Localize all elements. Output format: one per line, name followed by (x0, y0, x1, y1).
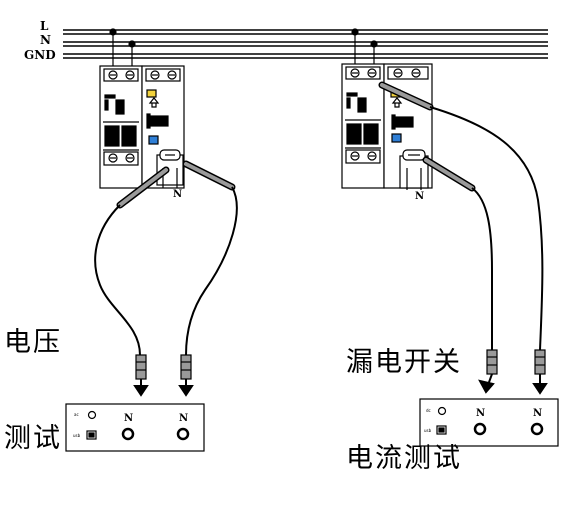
tester-left-port-label-2: N (179, 413, 188, 424)
tap-dot-l-right (351, 28, 359, 36)
caption-voltage-line-1: 电压 (4, 327, 62, 358)
caption-voltage-test: 电压 测试 (4, 263, 62, 487)
lead-wire-left-b (185, 186, 238, 356)
tester-body (419, 398, 559, 447)
up-arrow-icon (148, 97, 160, 108)
plug-right-b (532, 349, 548, 395)
handle-right (121, 125, 137, 147)
handle-left (104, 125, 120, 147)
jack-n-right (176, 427, 190, 441)
plug-left-b (178, 354, 194, 397)
tester-left-label-ac: ac (74, 412, 79, 417)
breaker-right (341, 28, 433, 190)
caption-rcd-line-2: 电流测试 (346, 443, 462, 474)
jack-n-left (121, 427, 135, 441)
led-icon (437, 406, 447, 416)
test-leads-right (378, 81, 544, 351)
tester-right-port-label-1: N (476, 408, 485, 419)
handle-right (363, 123, 379, 145)
lead-wire-right-b (471, 187, 494, 350)
test-button-icon (149, 115, 169, 127)
neutral-label-left: N (173, 189, 182, 200)
neutral-label-right: N (415, 191, 424, 202)
bus-label-n: N (40, 33, 51, 47)
indicator-blue (391, 133, 402, 143)
tester-right-label-dc: dc (426, 408, 431, 413)
test-button-icon (394, 116, 414, 128)
bus-label-gnd: GND (24, 48, 56, 62)
bus-label-l: L (40, 19, 49, 33)
tester-body (65, 403, 205, 452)
lead-wire-left-a (94, 204, 141, 356)
tester-right-label-usb: usb (424, 428, 432, 433)
arrow-down-icon (532, 374, 548, 395)
caption-voltage-line-2: 测试 (4, 423, 62, 454)
tester-left-port-label-1: N (124, 413, 133, 424)
breaker-label-mark (104, 94, 116, 99)
plug-left-a (133, 354, 149, 397)
plug-right-a (478, 349, 498, 394)
tap-dot-n-right (370, 40, 378, 48)
arrow-down-icon (133, 379, 149, 397)
jack-n-right (530, 422, 544, 436)
jack-n-left (473, 422, 487, 436)
tap-dot-n-left (128, 40, 136, 48)
test-leads-left (94, 160, 238, 356)
tester-left-label-usb: usb (73, 433, 81, 438)
tester-left (65, 403, 205, 452)
indicator-blue (148, 135, 159, 145)
breaker-left (99, 28, 185, 189)
tester-right-port-label-2: N (533, 408, 542, 419)
caption-rcd-current-test: 漏电开关 电流测试 (346, 283, 462, 507)
handle-left (346, 123, 362, 145)
arrow-down-icon (478, 373, 495, 394)
up-arrow-icon (391, 97, 403, 108)
tester-right (419, 398, 559, 447)
bus-bars (63, 29, 548, 59)
arrow-down-icon (178, 379, 194, 397)
wiring-diagram: L N GND (24, 19, 559, 452)
caption-rcd-line-1: 漏电开关 (346, 347, 462, 378)
led-icon (87, 410, 97, 420)
tap-dot-l-left (109, 28, 117, 36)
lead-wire-right-a (429, 106, 544, 351)
indicator-yellow (146, 89, 157, 98)
